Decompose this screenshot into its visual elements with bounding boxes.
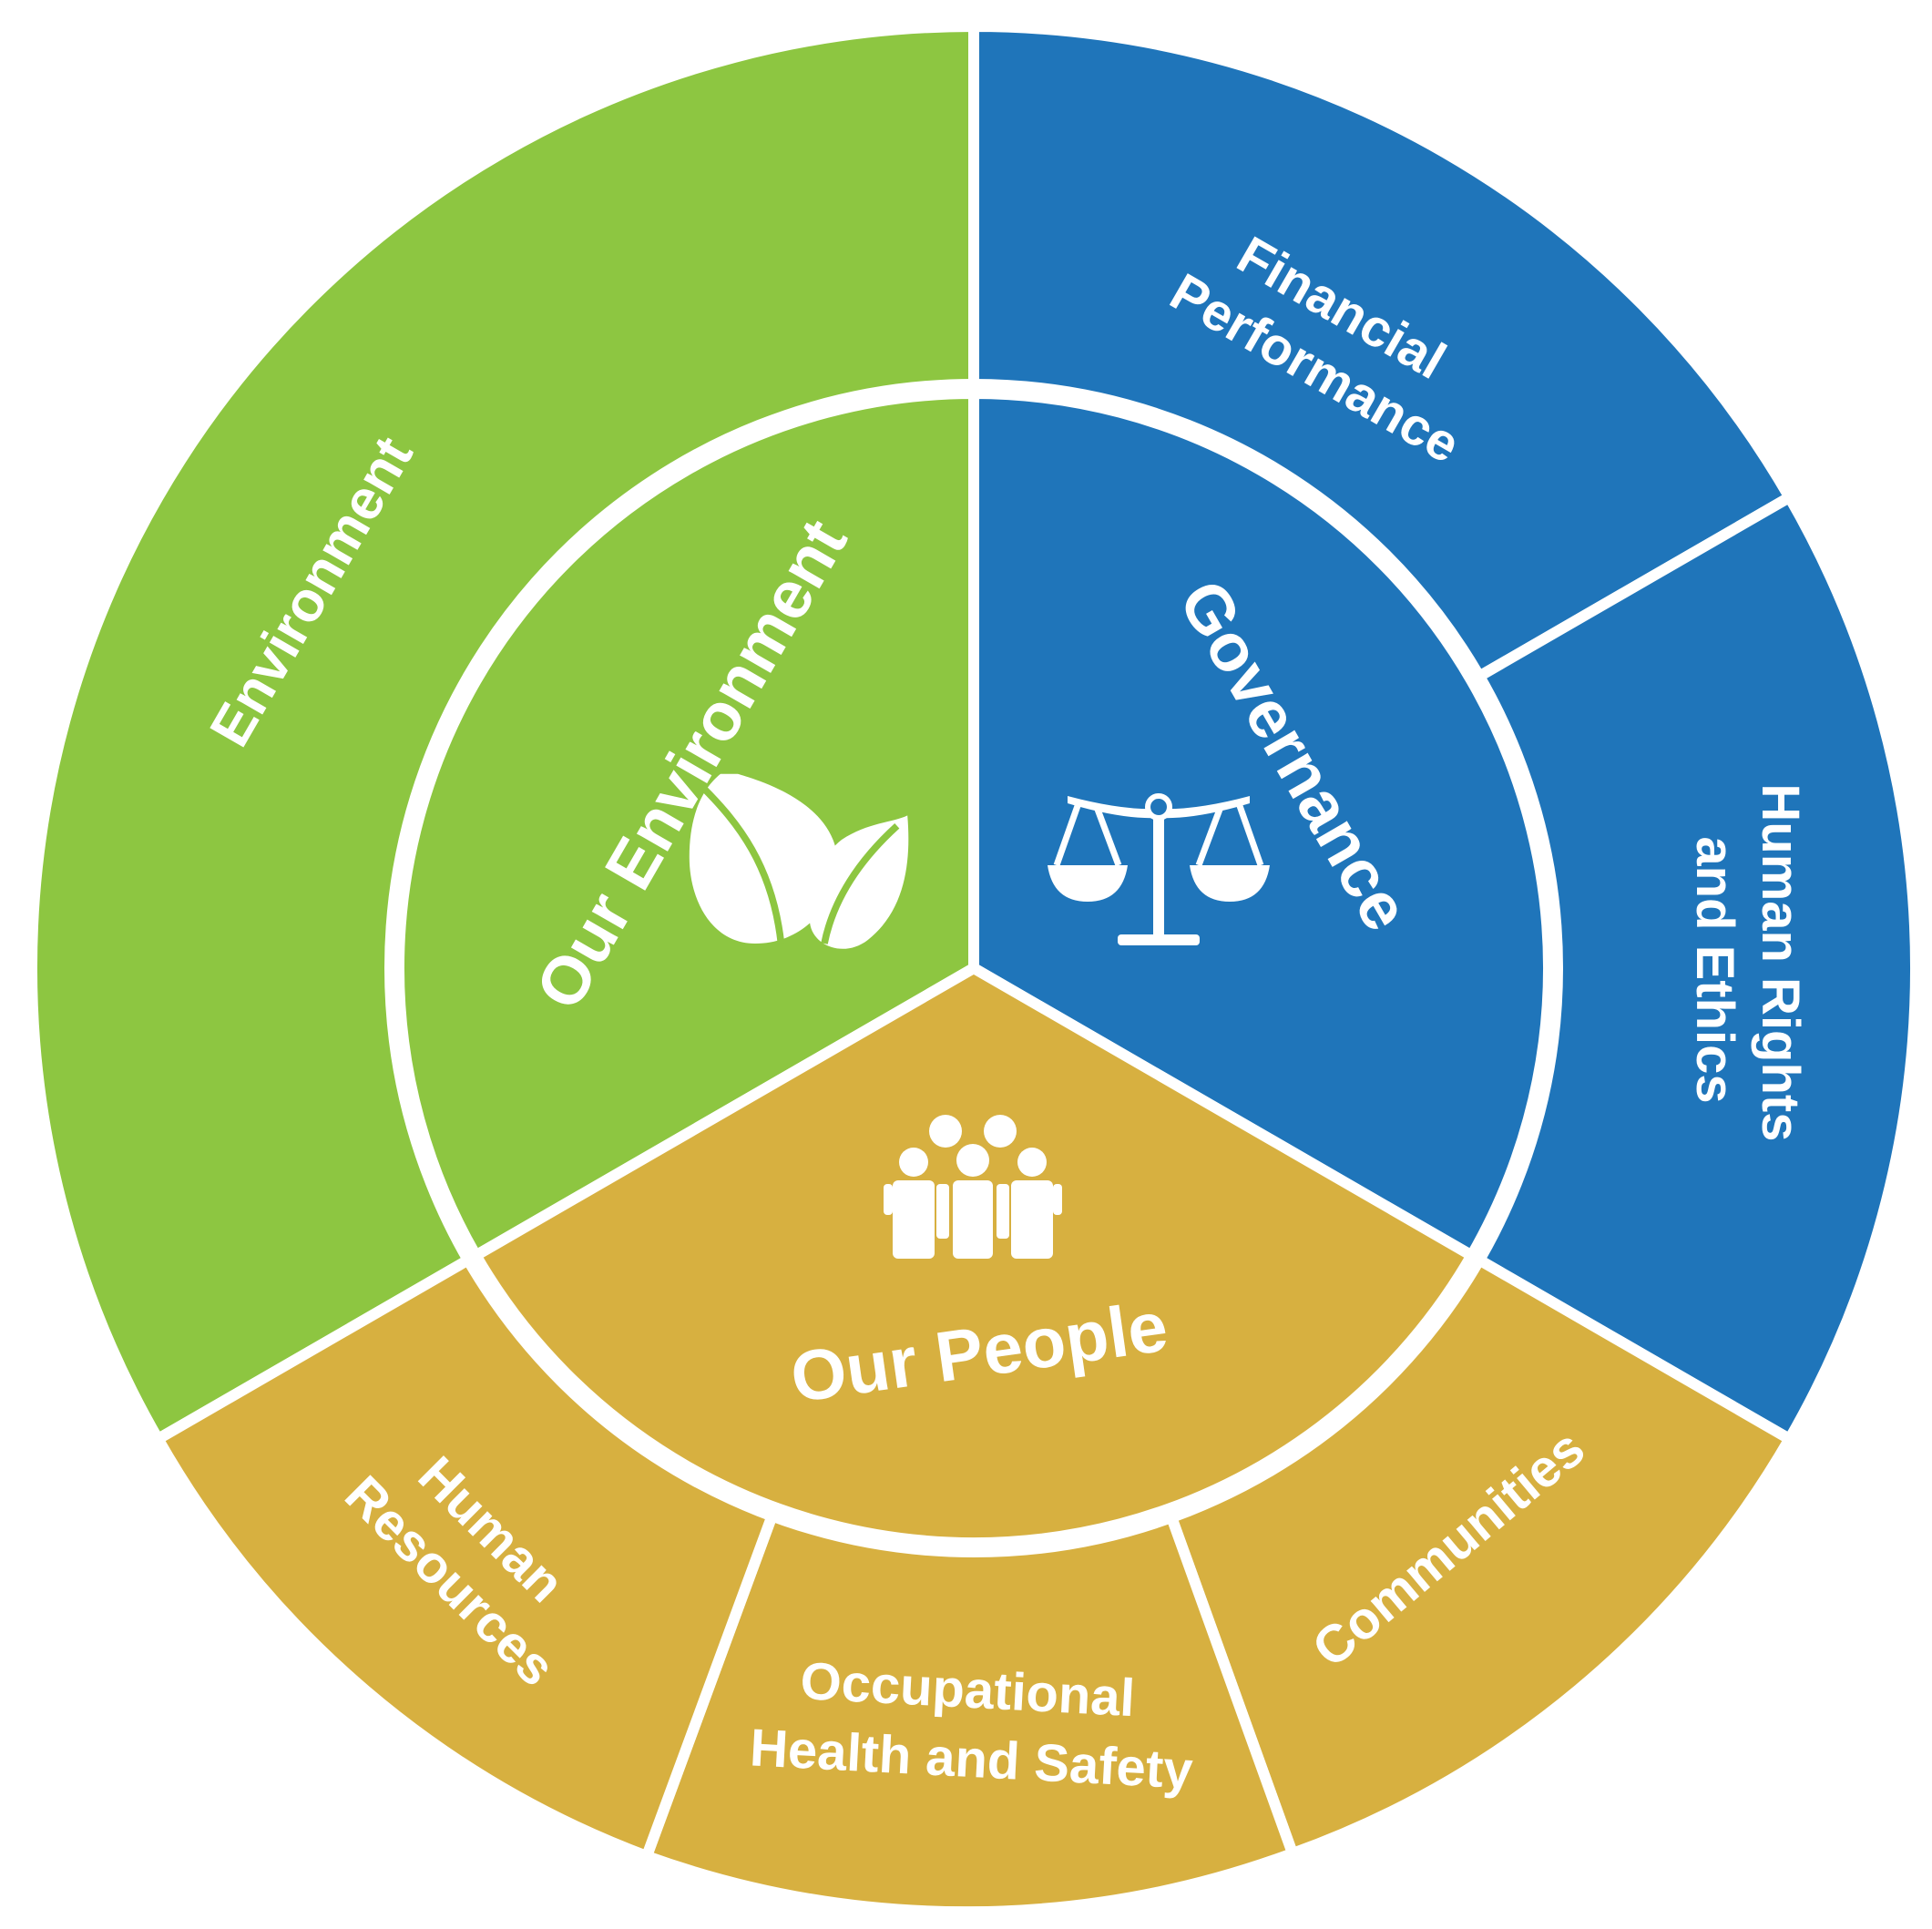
group-of-people-icon [884,1115,1062,1259]
topic-label-human-rights-and-ethics: Human Rights and Ethics [1685,783,1810,1156]
scales-of-justice-icon [1048,793,1270,945]
inner-ring-border [384,379,1563,1557]
leaves-icon [689,773,909,949]
